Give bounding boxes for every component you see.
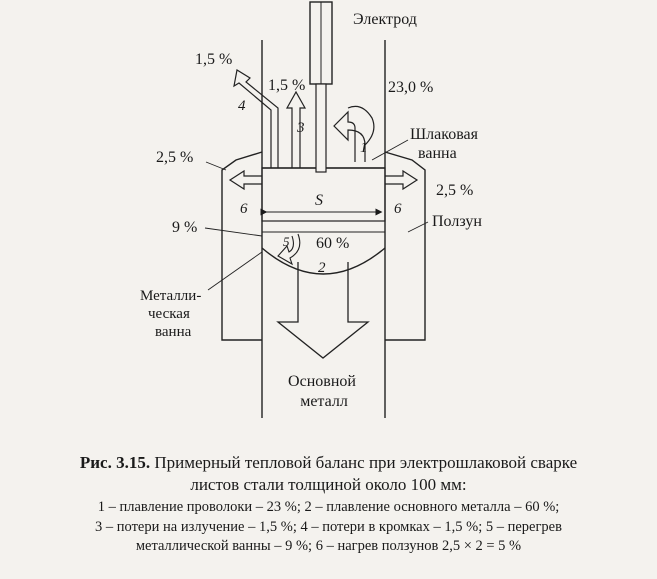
metal-bath — [261, 247, 386, 275]
percent-4: 1,5 % — [195, 51, 232, 68]
leader-metal-bath — [207, 251, 263, 291]
number-6-right: 6 — [394, 201, 402, 217]
metal-bath-label-line2: ческая — [148, 306, 190, 322]
figure-legend: 1 – плавление проволоки – 23 %; 2 – плав… — [0, 498, 657, 557]
caption-title-line1: Примерный тепловой баланс при электрошла… — [154, 453, 578, 472]
electrode-label: Электрод — [353, 11, 417, 28]
base-metal-label-line1: Основной — [288, 373, 356, 390]
number-6-left: 6 — [240, 201, 248, 217]
arrow-1 — [333, 110, 366, 162]
number-2: 2 — [318, 260, 326, 276]
percent-6-right: 2,5 % — [436, 182, 473, 199]
left-slider — [221, 151, 263, 341]
figure-caption: Рис. 3.15. Примерный тепловой баланс при… — [0, 452, 657, 496]
arrow-4 — [233, 69, 279, 168]
caption-line1: Рис. 3.15. Примерный тепловой баланс при… — [0, 452, 657, 474]
figure-number: Рис. 3.15. — [79, 453, 151, 472]
base-metal-label: Основной металл — [288, 373, 360, 410]
leader-9 — [204, 227, 263, 237]
slag-bath-label: Шлаковая ванна — [410, 126, 482, 162]
arrow-3 — [285, 90, 307, 168]
gap-label: S — [315, 192, 323, 209]
slider-label: Ползун — [432, 213, 482, 230]
number-4: 4 — [238, 98, 246, 114]
arrow-2 — [276, 262, 370, 359]
leader-slider — [407, 221, 429, 233]
arrow-5 — [277, 233, 301, 266]
slag-bath-label-line2: ванна — [418, 145, 457, 162]
percent-3: 1,5 % — [268, 77, 305, 94]
heat-balance-diagram: Электрод 1,5 % 1,5 % 23,0 % 4 3 1 Шлаков… — [140, 1, 482, 418]
number-1: 1 — [360, 140, 368, 156]
metal-bath-label-line1: Металли- — [140, 288, 201, 304]
right-slider — [384, 151, 426, 341]
slag-bath — [261, 167, 386, 222]
percent-6-left: 2,5 % — [156, 149, 193, 166]
arrow-6-left — [228, 169, 262, 191]
percent-1: 23,0 % — [388, 79, 433, 96]
arrow-1-tail — [347, 105, 375, 146]
number-3: 3 — [296, 120, 305, 136]
percent-2: 60 % — [316, 235, 349, 252]
legend-line: металлической ванны – 9 %; 6 – нагрев по… — [135, 538, 522, 554]
percent-5: 9 % — [172, 219, 197, 236]
caption-title-line2: листов стали толщиной около 100 мм: — [190, 475, 467, 494]
legend-line: 3 – потери на излучение – 1,5 %; 4 – пот… — [95, 518, 562, 535]
legend-line: 1 – плавление проволоки – 23 %; 2 – плав… — [97, 499, 560, 515]
leader-25-left — [205, 161, 227, 171]
leader-slag — [371, 139, 409, 161]
metal-bath-label: Металли- ческая ванна — [140, 288, 205, 340]
metal-bath-label-line3: ванна — [155, 324, 192, 340]
number-5: 5 — [283, 234, 290, 249]
slag-bath-label-line1: Шлаковая — [410, 126, 479, 143]
arrow-6-right — [385, 169, 419, 191]
base-metal-label-line2: металл — [300, 393, 348, 410]
electrode-wire — [315, 83, 327, 173]
